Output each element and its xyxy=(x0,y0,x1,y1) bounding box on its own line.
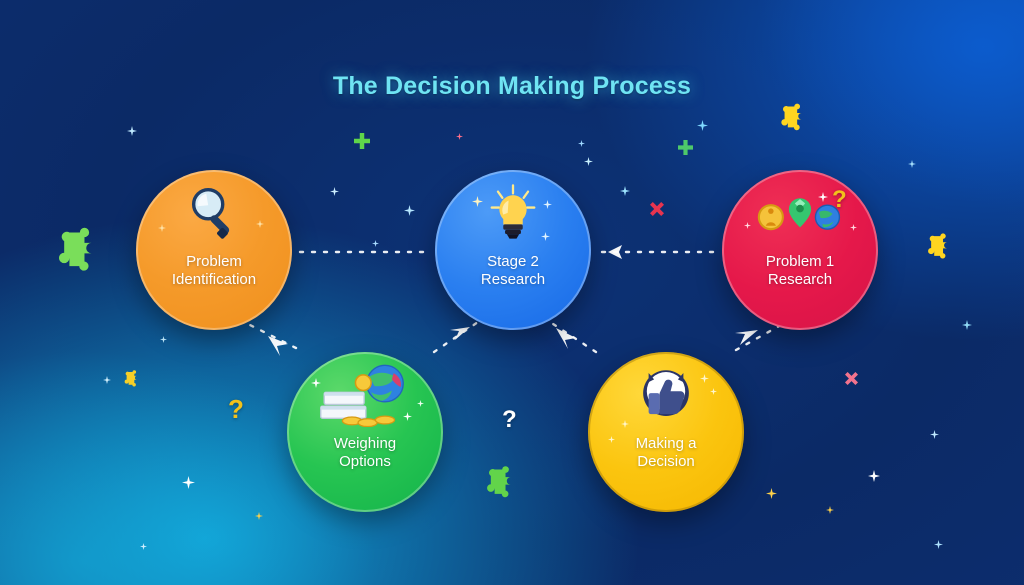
sparkle-icon xyxy=(744,222,751,229)
sparkle-icon xyxy=(868,470,880,482)
sparkle-icon xyxy=(256,220,264,228)
sparkle-icon xyxy=(962,320,972,330)
sparkle-icon xyxy=(255,512,263,520)
lightbulb-icon xyxy=(490,183,536,239)
sparkle-icon xyxy=(158,224,166,232)
node-label: Problem 1 Research xyxy=(765,253,835,289)
node-icon-container xyxy=(287,352,443,435)
sparkle-icon xyxy=(182,476,195,489)
sparkle-icon xyxy=(103,376,111,384)
books-globe-coins-icon xyxy=(320,364,404,427)
sparkle-icon xyxy=(127,126,137,136)
node-problem-identification[interactable]: Problem Identification xyxy=(136,170,292,330)
sparkle-icon xyxy=(404,205,415,216)
arrowhead-up-right-icon xyxy=(735,330,758,345)
sparkle-icon xyxy=(700,374,709,383)
sparkle-icon xyxy=(908,160,916,168)
sparkle-icon xyxy=(584,157,593,166)
node-weighing-options[interactable]: Weighing Options xyxy=(287,352,443,512)
node-icon-container xyxy=(435,170,591,253)
sparkle-icon xyxy=(710,388,717,395)
node-icon-container xyxy=(588,352,744,443)
puzzle-piece-icon xyxy=(124,370,137,387)
node-icon-container xyxy=(136,170,292,253)
node-label: Problem Identification xyxy=(171,253,257,289)
puzzle-piece-icon xyxy=(781,103,802,131)
puzzle-piece-icon xyxy=(487,466,511,498)
question-mark-icon: ? xyxy=(228,394,244,424)
puzzle-piece-icon xyxy=(58,227,92,271)
sparkle-icon xyxy=(578,140,585,147)
sparkle-icon xyxy=(766,488,777,499)
arrowhead-up-left-icon xyxy=(556,328,576,349)
plus-shape-icon xyxy=(354,133,370,149)
sparkle-icon xyxy=(372,240,379,247)
arrowhead-left-icon xyxy=(608,245,622,259)
node-label: Making a Decision xyxy=(635,435,697,471)
connector-yellow-to-blue xyxy=(548,320,598,354)
node-problem-1-research[interactable]: ? Problem 1 Research xyxy=(722,170,878,330)
sparkle-icon xyxy=(850,224,857,231)
sparkle-icon xyxy=(417,400,424,407)
node-label: Weighing Options xyxy=(333,435,397,471)
sparkle-icon xyxy=(930,430,939,439)
sparkle-icon xyxy=(140,543,147,550)
sparkle-icon xyxy=(621,420,629,428)
sparkle-icon xyxy=(934,540,943,549)
connector-green-to-orange xyxy=(238,318,298,350)
thumbs-up-icon xyxy=(643,369,689,416)
sparkle-icon xyxy=(330,187,339,196)
sparkle-icon xyxy=(826,506,834,514)
x-shape-icon xyxy=(845,372,858,385)
connector-green-to-blue xyxy=(432,320,480,354)
sparkle-icon xyxy=(543,200,552,209)
arrowhead-up-left-icon xyxy=(268,336,288,356)
sparkle-icon xyxy=(472,196,483,207)
node-making-a-decision[interactable]: Making a Decision xyxy=(588,352,744,512)
sparkle-icon xyxy=(160,336,167,343)
page-title: The Decision Making Process xyxy=(332,72,692,100)
sparkle-icon xyxy=(608,436,615,443)
arrowhead-up-right-icon xyxy=(450,327,470,340)
research-cluster-icon xyxy=(757,197,841,230)
node-label: Stage 2 Research xyxy=(480,253,546,289)
sparkle-icon xyxy=(456,133,463,140)
magnifying-glass-icon xyxy=(191,187,230,239)
node-icon-container: ? xyxy=(722,170,878,253)
x-shape-icon xyxy=(650,202,664,216)
sparkle-icon xyxy=(697,120,708,131)
plus-shape-icon xyxy=(678,140,693,155)
node-stage-2-research[interactable]: Stage 2 Research xyxy=(435,170,591,330)
question-mark-icon: ? xyxy=(502,406,517,433)
sparkle-icon xyxy=(541,232,550,241)
puzzle-piece-icon xyxy=(928,233,948,259)
sparkle-icon xyxy=(620,186,630,196)
